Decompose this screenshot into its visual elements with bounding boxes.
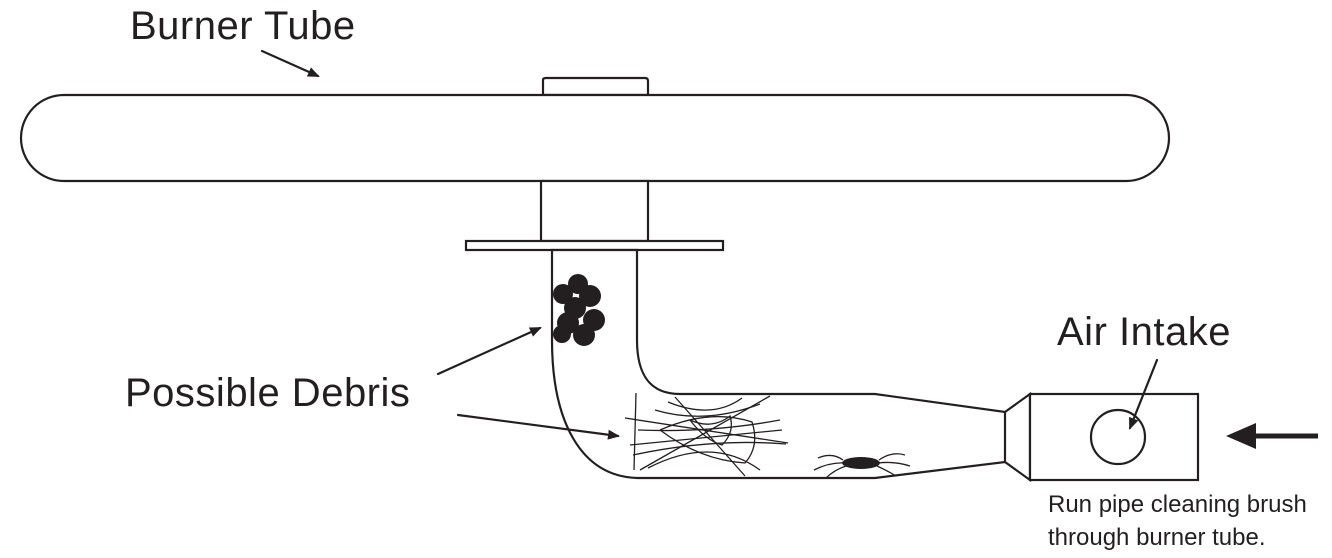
air-intake-label: Air Intake: [1057, 310, 1231, 354]
burner-tube-body: [19, 93, 1171, 183]
spider-body: [842, 457, 880, 469]
instruction-line-1: Run pipe cleaning brush: [1048, 491, 1307, 518]
burner-tube-top-tab: [541, 76, 650, 97]
burner-tube: [19, 76, 1171, 183]
leader-arrows: [260, 49, 1159, 440]
spider-web: [624, 395, 789, 477]
burner-neck-upper: [539, 179, 650, 243]
burner-tube-label: Burner Tube: [130, 4, 356, 48]
air-intake-arrow: [1128, 358, 1159, 430]
air-intake-hole: [1089, 408, 1147, 466]
burner-tube-arrow: [260, 49, 320, 78]
elbow-seam: [633, 392, 637, 471]
debris-arrow: [436, 326, 542, 376]
venturi-tube: [550, 248, 1032, 483]
air-intake-shutter: [1028, 392, 1200, 482]
insert-direction-arrow: [1226, 423, 1318, 449]
burner-flange: [464, 239, 725, 252]
instruction-line-2: through burner tube.: [1048, 524, 1266, 551]
burner-neck: [464, 179, 725, 252]
possible-debris-label: Possible Debris: [125, 371, 410, 415]
web-arrow: [456, 413, 620, 440]
spider: [813, 453, 911, 479]
venturi-tube-outline: [550, 248, 1032, 483]
debris-cluster: [553, 274, 605, 346]
